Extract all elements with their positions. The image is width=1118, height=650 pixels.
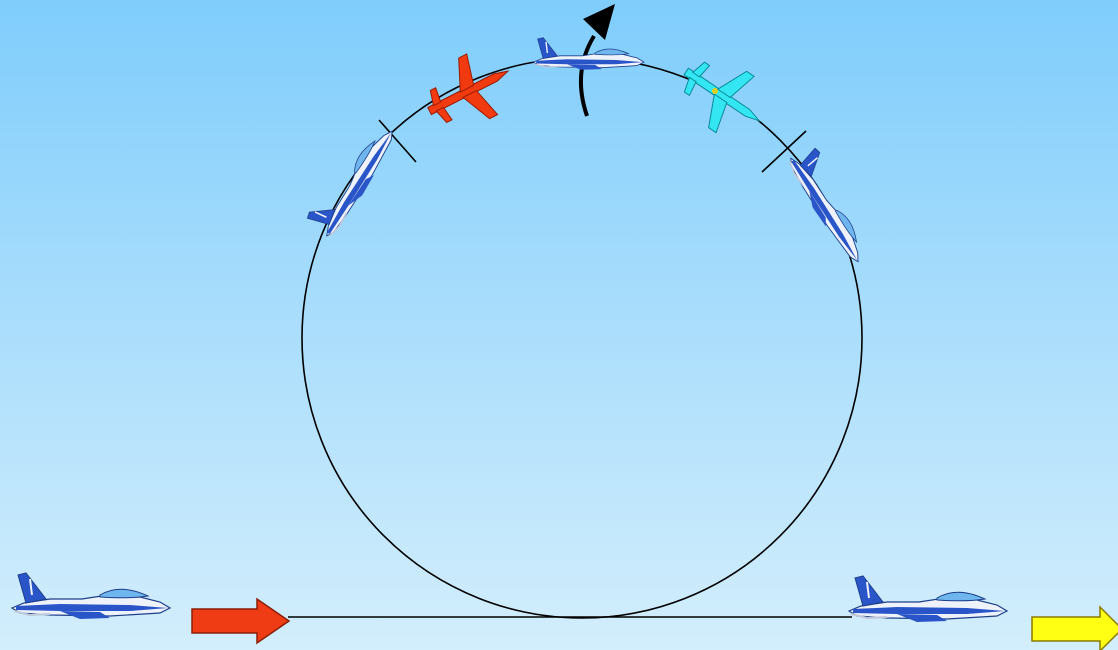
entry-arrow-icon bbox=[191, 597, 291, 645]
jet-icon-end bbox=[848, 575, 1008, 623]
exit-arrow-icon bbox=[1031, 605, 1118, 650]
red-plane-silhouette-icon bbox=[413, 40, 524, 142]
direction-arrow-icon bbox=[578, 4, 615, 117]
loop-tick-mark-left bbox=[378, 119, 417, 163]
jet-icon-start bbox=[11, 572, 171, 620]
jet-icon-upper-right bbox=[782, 142, 882, 268]
cyan-plane-cockpit-dot bbox=[712, 88, 718, 94]
cyan-plane-silhouette-icon bbox=[666, 42, 779, 150]
loop-tick-mark-right bbox=[761, 130, 807, 173]
